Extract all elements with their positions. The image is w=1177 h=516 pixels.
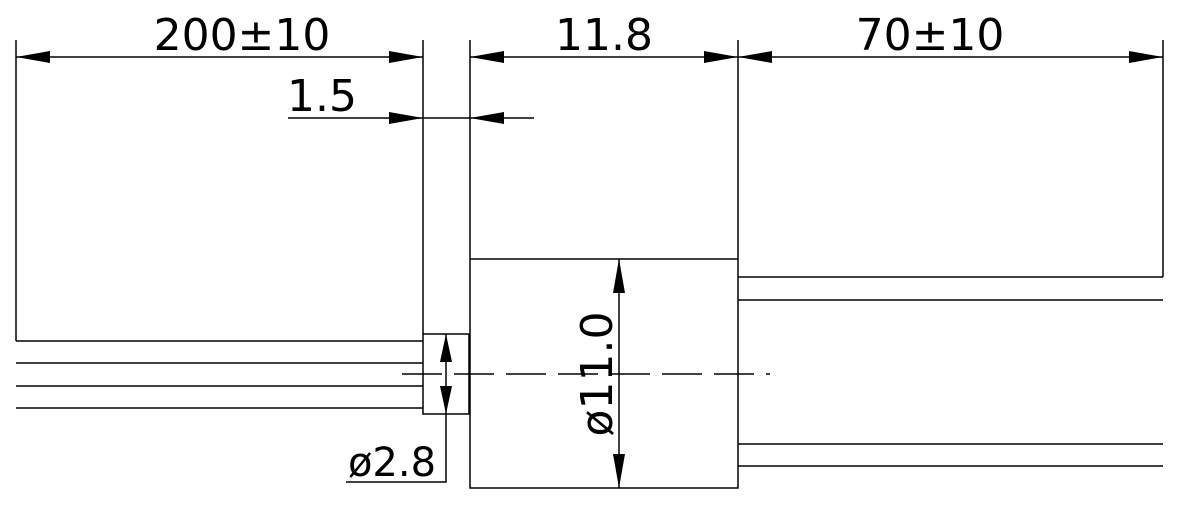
stub-arrow-top [440,334,452,362]
stub-diameter-leader [346,414,447,483]
label-right-length: 70±10 [856,10,1005,61]
label-body-diameter: ø11.0 [572,312,623,437]
label-stub-diameter: ø2.8 [348,440,436,486]
label-left-length: 200±10 [154,10,331,61]
label-body-length: 11.8 [555,10,653,61]
label-offset: 1.5 [287,71,357,122]
stub-arrow-bottom [440,386,452,414]
